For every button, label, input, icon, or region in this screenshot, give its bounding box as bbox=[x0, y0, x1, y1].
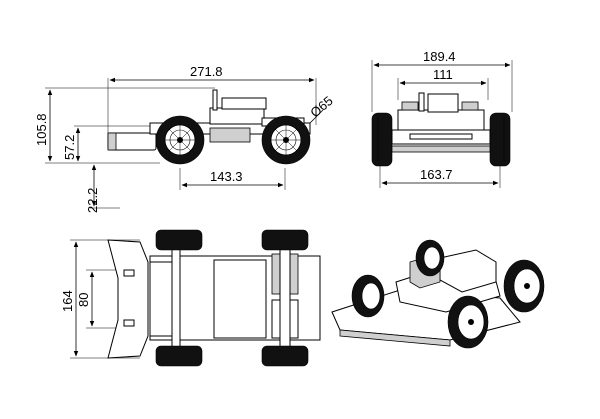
side-rear-wheel bbox=[261, 115, 311, 165]
front-inner-label: 111 bbox=[433, 67, 453, 82]
top-bumper-slot-2 bbox=[123, 319, 135, 327]
front-upper-deck bbox=[397, 109, 485, 131]
top-length-label: 164 bbox=[60, 290, 75, 312]
side-control-board bbox=[221, 97, 267, 110]
front-width-label: 189.4 bbox=[423, 49, 456, 64]
front-steering-link bbox=[409, 133, 473, 140]
side-mast bbox=[212, 89, 218, 111]
wheelbase-label: 143.3 bbox=[210, 169, 243, 184]
iso-rear-right-wheel bbox=[503, 259, 545, 313]
side-motor-block bbox=[209, 127, 251, 143]
iso-base-edge bbox=[339, 329, 451, 347]
front-pillar-left bbox=[401, 101, 419, 111]
side-view: 271.8 105.8 57.2 143.3 22.2 Ø65 bbox=[34, 64, 336, 213]
clearance-label: 22.2 bbox=[85, 188, 100, 213]
iso-rear-left-wheel bbox=[415, 239, 445, 277]
front-view: 189.4 111 163.7 bbox=[371, 49, 513, 188]
top-view: 164 80 bbox=[60, 229, 321, 367]
front-pillar-right bbox=[461, 101, 479, 111]
front-chassis-bar bbox=[391, 145, 491, 153]
side-battery-box bbox=[209, 107, 265, 125]
top-bumper-slot-1 bbox=[123, 269, 135, 277]
top-front-right-tire bbox=[155, 345, 203, 367]
side-length-label: 271.8 bbox=[190, 64, 223, 79]
iso-front-right-wheel bbox=[447, 295, 489, 349]
front-left-tire bbox=[371, 112, 393, 167]
top-axle-rear bbox=[279, 245, 291, 353]
side-height-label: 105.8 bbox=[34, 113, 49, 146]
front-mast bbox=[418, 92, 425, 112]
top-battery-box bbox=[213, 259, 267, 339]
top-rear-right-tire bbox=[261, 345, 309, 367]
side-axle-label: 57.2 bbox=[62, 135, 77, 160]
top-inner-label: 80 bbox=[76, 293, 91, 307]
top-rear-left-tire bbox=[261, 229, 309, 251]
side-front-bumper-edge bbox=[107, 132, 117, 151]
isometric-view bbox=[331, 239, 545, 349]
front-right-tire bbox=[489, 112, 511, 167]
iso-front-left-wheel bbox=[351, 274, 385, 318]
top-front-left-tire bbox=[155, 229, 203, 251]
track-width-label: 163.7 bbox=[420, 167, 453, 182]
side-front-wheel bbox=[155, 115, 205, 165]
front-top-box bbox=[427, 93, 459, 113]
top-axle-front bbox=[171, 245, 181, 353]
wheel-diameter-label: Ø65 bbox=[307, 93, 335, 120]
top-bumper-plate bbox=[107, 239, 149, 359]
